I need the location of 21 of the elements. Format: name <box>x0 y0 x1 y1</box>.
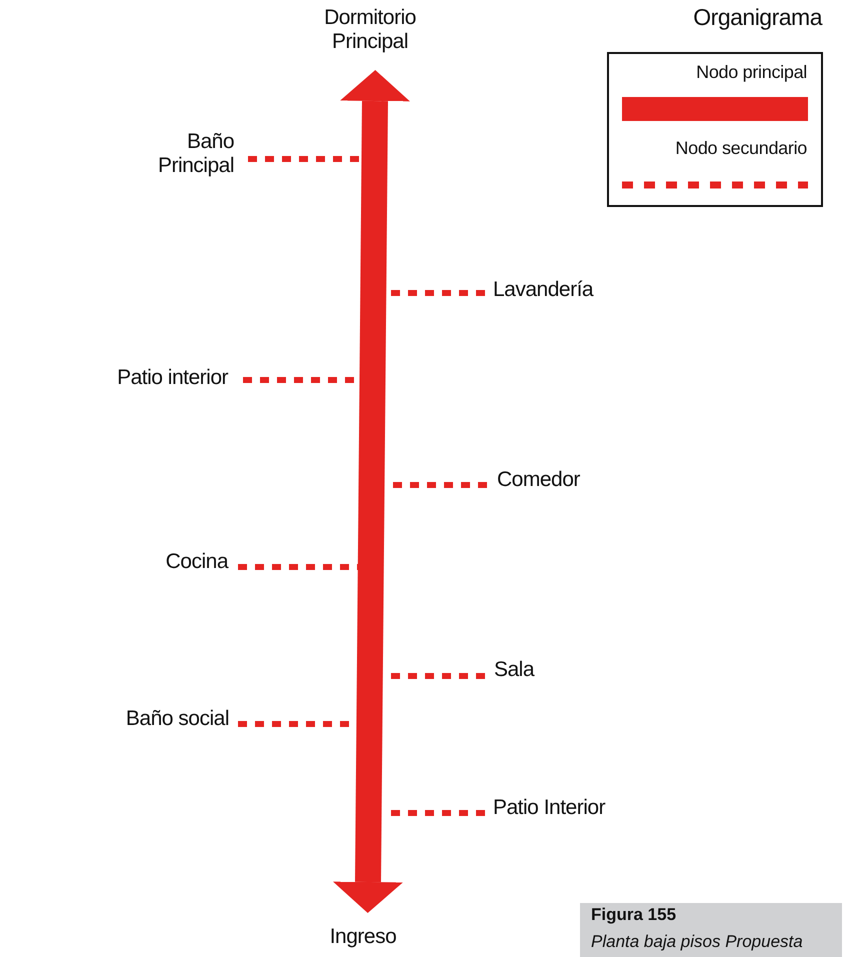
dashed-connector <box>390 810 485 816</box>
legend-label: Nodo principal <box>696 62 807 83</box>
figure-caption: Planta baja pisos Propuesta <box>591 932 803 952</box>
room-label: Baño Principal <box>140 130 234 178</box>
room-label: Ingreso <box>300 925 426 949</box>
room-label: Cocina <box>100 550 228 574</box>
title: Organigrama <box>693 4 822 31</box>
dashed-connector <box>390 290 485 296</box>
room-label: Lavandería <box>493 278 623 302</box>
room-label: Patio interior <box>60 366 228 390</box>
room-label: Comedor <box>497 468 607 492</box>
dashed-connector <box>390 482 487 488</box>
dashed-connector <box>248 156 362 162</box>
legend-label: Nodo secundario <box>675 138 807 159</box>
double-arrow <box>333 70 410 913</box>
room-label: Patio Interior <box>493 796 643 820</box>
room-label: Sala <box>494 658 574 682</box>
room-label: Baño social <box>60 707 229 731</box>
dashed-connector <box>390 673 485 679</box>
figure-number: Figura 155 <box>591 905 676 925</box>
room-label: Dormitorio Principal <box>300 6 440 54</box>
